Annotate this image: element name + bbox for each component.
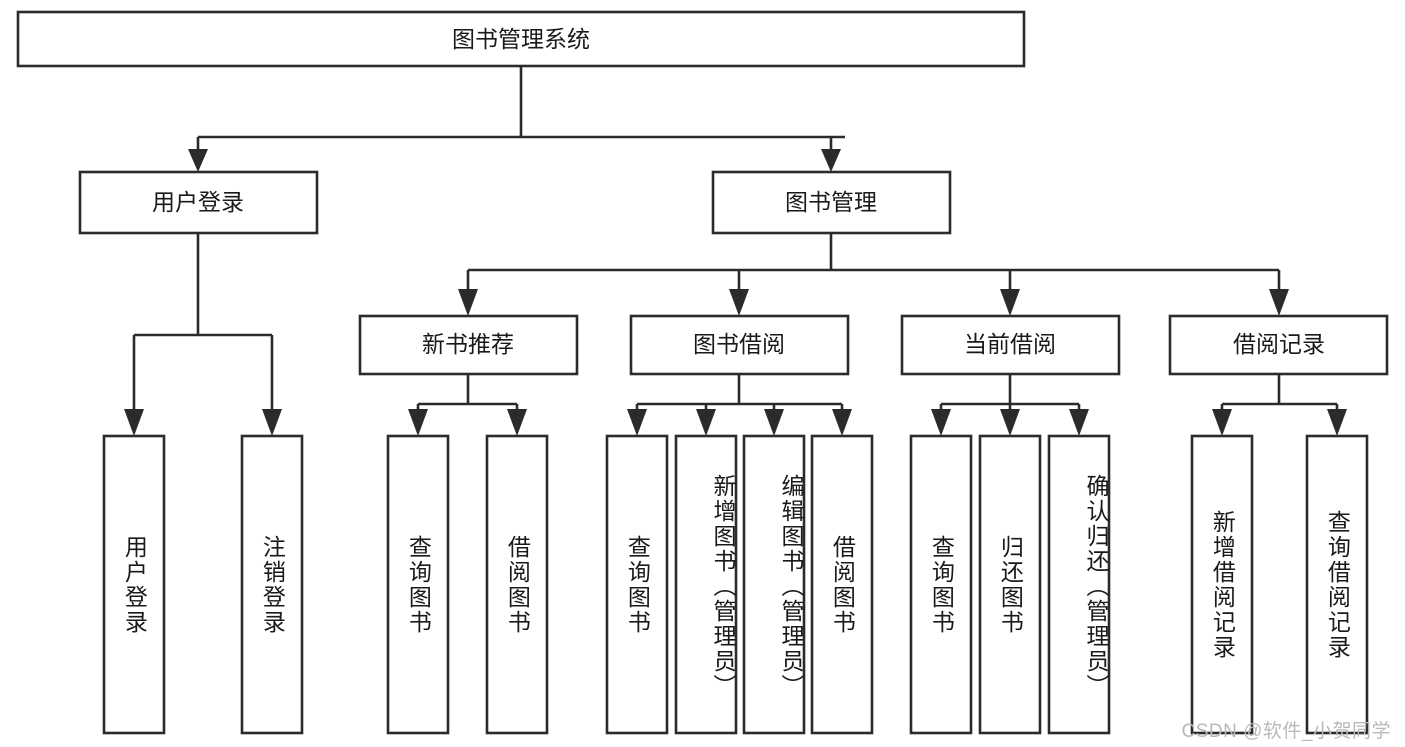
node-leaf-borrow-book[interactable] bbox=[810, 434, 874, 735]
arrowhead-current-leaf-2 bbox=[1000, 409, 1020, 436]
horizontal-labels-group: 图书管理系统 用户登录 图书管理 新书推荐 图书借阅 当前借阅 借阅记录 bbox=[152, 26, 1325, 357]
label-new-book-recommendation: 新书推荐 bbox=[422, 331, 514, 357]
arrowhead-borrow-leaf-3 bbox=[764, 409, 784, 436]
node-leaf-query-book-current[interactable] bbox=[909, 434, 973, 735]
arrowhead-book-mgmt bbox=[821, 149, 841, 172]
arrowhead-leaf-user-login bbox=[124, 409, 144, 436]
node-leaf-query-borrow-record[interactable] bbox=[1305, 434, 1369, 735]
node-leaf-add-borrow-record[interactable] bbox=[1190, 434, 1254, 735]
arrowhead-user-login bbox=[188, 149, 208, 172]
arrowhead-record-leaf-2 bbox=[1327, 409, 1347, 436]
arrowhead-book-borrow bbox=[729, 289, 749, 316]
label-current-borrowing: 当前借阅 bbox=[964, 331, 1056, 357]
arrowhead-newbook-leaf-1 bbox=[408, 409, 428, 436]
arrowhead-current-leaf-3 bbox=[1069, 409, 1089, 436]
label-user-login: 用户登录 bbox=[152, 189, 244, 215]
node-book-borrowing[interactable] bbox=[629, 314, 850, 376]
arrowhead-new-book-rec bbox=[458, 289, 478, 316]
node-leaf-user-login[interactable] bbox=[102, 434, 166, 735]
node-user-login[interactable] bbox=[78, 170, 319, 235]
connectors-group bbox=[124, 66, 1347, 436]
arrowhead-borrow-leaf-4 bbox=[832, 409, 852, 436]
label-book-management: 图书管理 bbox=[785, 189, 877, 215]
node-leaf-add-book-admin[interactable] bbox=[674, 434, 738, 735]
arrowhead-leaf-logout bbox=[262, 409, 282, 436]
node-leaf-edit-book-admin[interactable] bbox=[742, 434, 806, 735]
node-leaf-return-book[interactable] bbox=[978, 434, 1042, 735]
arrowhead-current-leaf-1 bbox=[931, 409, 951, 436]
label-borrowing-record: 借阅记录 bbox=[1233, 331, 1325, 357]
arrowhead-borrow-record bbox=[1269, 289, 1289, 316]
node-borrowing-record[interactable] bbox=[1168, 314, 1389, 376]
arrowhead-record-leaf-1 bbox=[1212, 409, 1232, 436]
node-new-book-recommendation[interactable] bbox=[358, 314, 579, 376]
node-book-management[interactable] bbox=[711, 170, 952, 235]
node-current-borrowing[interactable] bbox=[900, 314, 1121, 376]
node-leaf-query-book-rec[interactable] bbox=[386, 434, 450, 735]
node-leaf-logout[interactable] bbox=[240, 434, 304, 735]
node-root-book-management-system[interactable] bbox=[16, 10, 1026, 68]
label-root: 图书管理系统 bbox=[452, 26, 590, 52]
boxes-group bbox=[16, 10, 1389, 735]
label-book-borrowing: 图书借阅 bbox=[693, 331, 785, 357]
arrowhead-borrow-leaf-2 bbox=[696, 409, 716, 436]
node-leaf-borrow-book-rec[interactable] bbox=[485, 434, 549, 735]
node-leaf-confirm-return-admin[interactable] bbox=[1047, 434, 1111, 735]
csdn-watermark: CSDN @软件_小贺同学 bbox=[1181, 721, 1391, 742]
arrowhead-newbook-leaf-2 bbox=[507, 409, 527, 436]
arrowhead-current-borrow bbox=[1000, 289, 1020, 316]
node-leaf-query-book-borrow[interactable] bbox=[605, 434, 669, 735]
arrowhead-borrow-leaf-1 bbox=[627, 409, 647, 436]
